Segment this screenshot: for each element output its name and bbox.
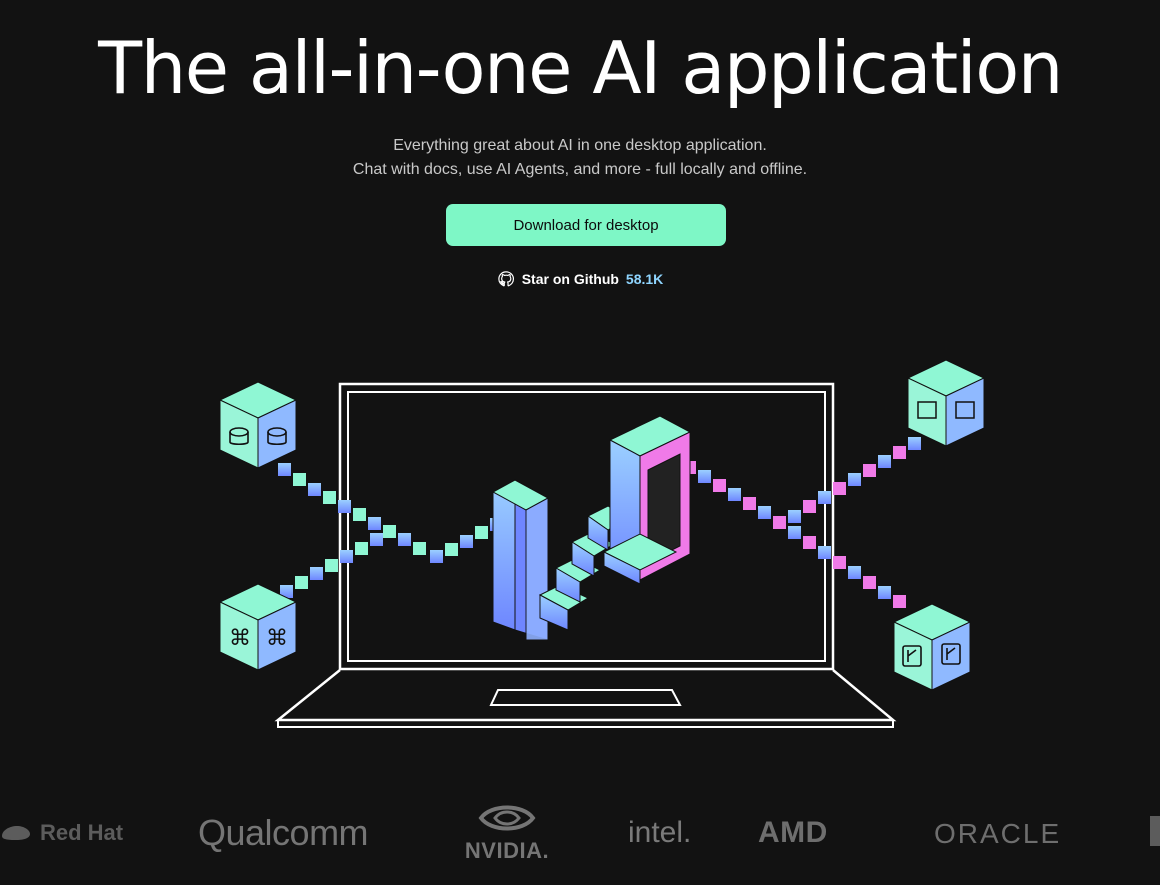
document-icon [917, 401, 975, 419]
logo-intel: intel. [628, 816, 692, 849]
logo-nvidia: NVIDIA. [460, 796, 554, 862]
logo-nvidia-text: NVIDIA. [464, 838, 550, 863]
cube-document [906, 359, 986, 447]
logo-redhat: Red Hat [0, 820, 123, 846]
cube-path-right [668, 437, 921, 608]
github-star-link[interactable]: Star on Github 58.1K [0, 270, 1160, 288]
cube-database [218, 381, 298, 469]
logo-qualcomm: Qualcomm [198, 812, 369, 853]
logo-amd: AMD [758, 816, 828, 849]
redhat-hat-icon [2, 826, 30, 840]
center-logo-blocks [491, 415, 692, 641]
git-branch-icon [902, 643, 961, 667]
hero-subtitle-line-1: Everything great about AI in one desktop… [393, 137, 767, 154]
logo-redhat-text: Red Hat [40, 820, 124, 845]
command-key-icon-2: ⌘ [266, 626, 288, 651]
hero-subtitle-line-2: Chat with docs, use AI Agents, and more … [352, 161, 808, 178]
laptop-outline [274, 382, 897, 728]
cube-git [892, 603, 972, 691]
github-icon [497, 271, 514, 287]
logo-partial-edge [1150, 816, 1160, 846]
hero-title: The all-in-one AI application [98, 26, 1063, 110]
command-key-icon: ⌘ [229, 626, 251, 651]
database-icon [229, 427, 287, 446]
download-button[interactable]: Download for desktop [446, 204, 726, 246]
logo-oracle: ORACLE [934, 818, 1062, 849]
partner-logos: Red Hat Qualcomm NVIDIA. intel. AMD ORAC… [0, 790, 1160, 885]
github-star-count: 58.1K [625, 271, 664, 287]
nvidia-eye-icon [478, 805, 536, 831]
laptop-illustration: ⌘ ⌘ [218, 359, 986, 728]
cube-command: ⌘ ⌘ [218, 583, 298, 671]
github-star-label: Star on Github [521, 271, 619, 287]
cube-path-left-upper [278, 463, 443, 563]
